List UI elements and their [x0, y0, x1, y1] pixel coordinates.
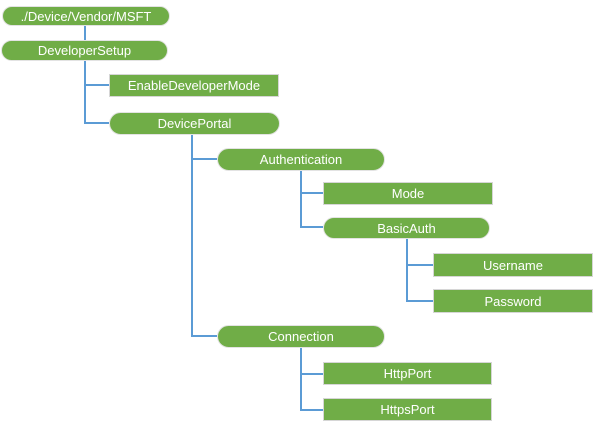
node-basicauth: BasicAuth	[323, 217, 490, 239]
node-deviceportal: DevicePortal	[109, 112, 280, 135]
connector-branch-deviceportal	[84, 122, 109, 124]
node-authentication: Authentication	[217, 148, 385, 171]
connector-root-developersetup	[84, 26, 86, 40]
node-enabledevelopermode: EnableDeveloperMode	[109, 74, 279, 97]
connector-developersetup-stem	[84, 61, 86, 124]
node-httpsport: HttpsPort	[323, 398, 492, 421]
connector-branch-mode	[300, 192, 323, 194]
connector-authentication-stem	[300, 171, 302, 228]
connector-branch-authentication	[191, 158, 217, 160]
node-httpport: HttpPort	[323, 362, 492, 385]
connector-branch-connection	[191, 335, 217, 337]
node-connection: Connection	[217, 325, 385, 348]
connector-branch-basicauth	[300, 226, 323, 228]
connector-branch-enabledevelopermode	[84, 84, 109, 86]
node-mode: Mode	[323, 182, 493, 205]
node-developersetup: DeveloperSetup	[1, 40, 168, 61]
connector-deviceportal-stem	[191, 135, 193, 337]
connector-branch-httpport	[300, 373, 323, 375]
connector-branch-username	[406, 264, 433, 266]
node-password: Password	[433, 289, 593, 313]
connector-connection-stem	[300, 348, 302, 410]
connector-basicauth-stem	[406, 239, 408, 302]
node-username: Username	[433, 253, 593, 277]
connector-branch-password	[406, 300, 433, 302]
node-root-path: ./Device/Vendor/MSFT	[2, 6, 170, 26]
connector-branch-httpsport	[300, 409, 323, 411]
